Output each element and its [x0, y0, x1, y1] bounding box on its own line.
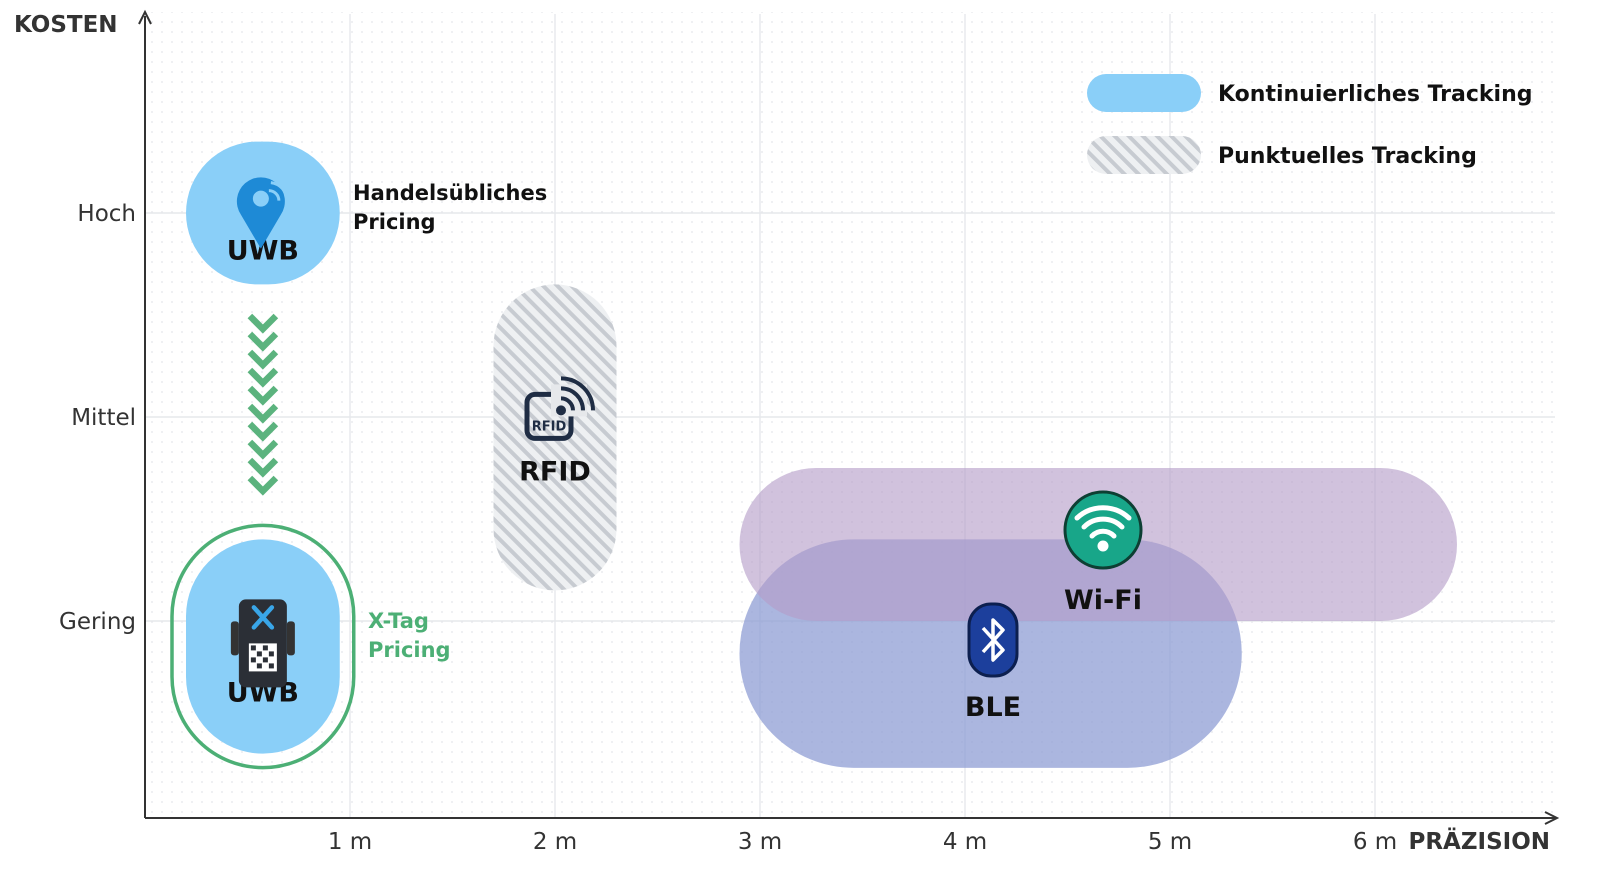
arrow-chevron: [247, 457, 279, 478]
pin-hole: [252, 190, 269, 207]
wifi-dot: [1097, 540, 1109, 552]
arrow-chevron: [247, 331, 279, 352]
wifi-arc: [1074, 505, 1132, 521]
y-tick-label: Gering: [59, 609, 136, 635]
y-tick-label: Hoch: [77, 201, 136, 227]
bluetooth-icon: [967, 602, 1019, 678]
y-axis-title: KOSTEN: [14, 12, 118, 38]
x-tick-label: 1 m: [328, 829, 372, 855]
annotation-xtag-pricing: X-Tag Pricing: [368, 609, 451, 662]
annotation-handelsuebliches-pricing: Handelsübliches Pricing: [353, 181, 555, 234]
annotation-line: Handelsübliches: [353, 181, 547, 205]
annotation-line: Pricing: [353, 210, 436, 234]
rfid-wave: [560, 386, 585, 411]
annotation-line: Pricing: [368, 638, 451, 662]
y-tick-label: Mittel: [71, 405, 136, 431]
arrow-chevron: [247, 403, 279, 424]
arrow-chevron: [247, 475, 279, 496]
device-qr-cell: [250, 657, 256, 663]
x-tick-label: 5 m: [1148, 829, 1192, 855]
legend-swatch-continuous: [1087, 74, 1201, 112]
device-clip-left: [230, 621, 239, 656]
arrow-chevron: [247, 313, 279, 334]
x-axis-title: PRÄZISION: [1408, 827, 1550, 855]
wifi-arc: [1081, 516, 1125, 530]
wifi-arc: [1089, 528, 1117, 539]
x-tick-label: 2 m: [533, 829, 577, 855]
rfid-wave: [560, 396, 575, 411]
rfid-dot: [556, 405, 566, 416]
region-label-wifi: Wi-Fi: [1064, 585, 1142, 616]
device-x-mark: [251, 605, 275, 630]
pin-shape: [236, 177, 285, 249]
region-label-ble: BLE: [965, 692, 1021, 723]
y-axis-arrowhead: [138, 9, 152, 25]
legend-swatch-punctual: [1087, 136, 1201, 174]
arrow-chevron: [247, 385, 279, 406]
device-qr-cell: [262, 657, 268, 663]
rfid-icon-text: RFID: [532, 419, 567, 434]
device-qr-cell: [262, 645, 268, 651]
device-clip-right: [286, 621, 295, 656]
region-uwb-xtag-outline: [170, 523, 356, 770]
device-qr-cell: [268, 651, 274, 657]
x-tick-label: 3 m: [738, 829, 782, 855]
device-qr-cell: [256, 651, 262, 657]
x-tick-labels: 1 m 2 m 3 m 4 m 5 m 6 m: [328, 829, 1397, 855]
x-axis-arrowhead: [1544, 811, 1560, 825]
downward-arrow: [247, 313, 279, 496]
legend: Kontinuierliches Tracking Punktuelles Tr…: [1087, 74, 1533, 174]
device-qr-cell: [268, 663, 274, 669]
device-qr-cell: [250, 645, 256, 651]
region-label-rfid: RFID: [519, 456, 591, 487]
arrow-chevron: [247, 421, 279, 442]
arrow-chevron: [247, 367, 279, 388]
pin-wave: [268, 189, 281, 201]
x-tick-label: 4 m: [943, 829, 987, 855]
x-tick-label: 6 m: [1353, 829, 1397, 855]
arrow-chevron: [247, 439, 279, 460]
annotation-line: X-Tag: [368, 609, 429, 633]
wifi-icon: [1063, 490, 1143, 570]
bluetooth-rune: [981, 618, 1005, 662]
legend-label-continuous: Kontinuierliches Tracking: [1218, 82, 1533, 107]
arrow-chevron: [247, 349, 279, 370]
location-pin-signal-icon: [236, 177, 289, 249]
axes: [138, 9, 1560, 825]
x-tag-device-icon: [230, 599, 295, 688]
device-qr-cell: [256, 663, 262, 669]
pin-wave: [270, 181, 289, 201]
rfid-icon: RFID: [524, 376, 595, 441]
rfid-wave: [560, 376, 595, 411]
legend-label-punctual: Punktuelles Tracking: [1218, 144, 1477, 169]
